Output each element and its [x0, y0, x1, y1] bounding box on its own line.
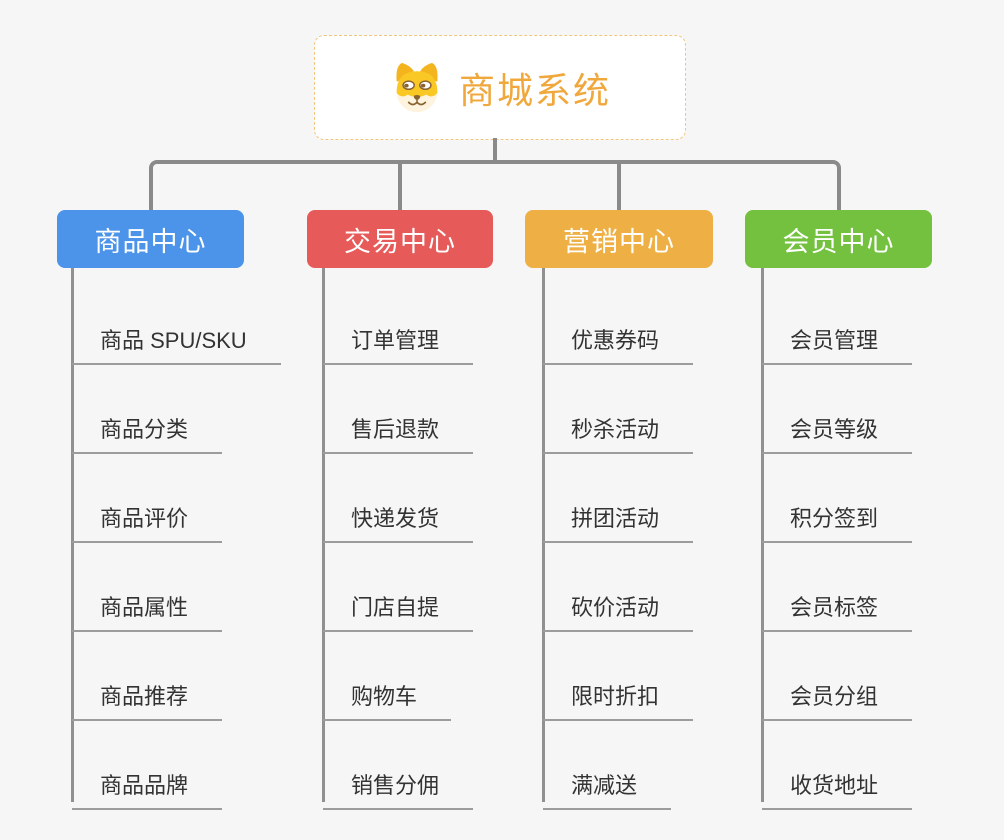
connector-root-stem	[493, 138, 497, 162]
child-node[interactable]: 满减送	[543, 756, 672, 810]
child-node[interactable]: 拼团活动	[543, 489, 694, 543]
shiba-dog-icon	[396, 62, 438, 112]
connector-drop-branch-2	[398, 160, 402, 212]
connector-spine-branch-4	[761, 268, 764, 802]
child-node[interactable]: 销售分佣	[323, 756, 474, 810]
branch-node-marketing-center[interactable]: 营销中心	[525, 210, 713, 268]
branch-node-product-center[interactable]: 商品中心	[57, 210, 244, 268]
connector-spine-branch-1	[71, 268, 74, 802]
child-node[interactable]: 限时折扣	[543, 667, 694, 721]
branch-label: 营销中心	[563, 226, 675, 257]
branch-node-member-center[interactable]: 会员中心	[745, 210, 932, 268]
child-node[interactable]: 收货地址	[762, 756, 913, 810]
branch-label: 交易中心	[344, 226, 456, 257]
child-node[interactable]: 售后退款	[323, 400, 474, 454]
child-node[interactable]: 会员管理	[762, 311, 913, 365]
child-node[interactable]: 商品推荐	[72, 667, 223, 721]
connector-spine-branch-3	[542, 268, 545, 802]
child-node[interactable]: 优惠券码	[543, 311, 694, 365]
child-node[interactable]: 商品属性	[72, 578, 223, 632]
branch-label: 商品中心	[94, 226, 207, 257]
child-node[interactable]: 秒杀活动	[543, 400, 694, 454]
branch-label: 会员中心	[782, 226, 895, 257]
branch-node-trade-center[interactable]: 交易中心	[307, 210, 493, 268]
connector-elbow-right	[495, 160, 841, 212]
child-node[interactable]: 商品 SPU/SKU	[72, 311, 281, 365]
child-node[interactable]: 门店自提	[323, 578, 474, 632]
child-node[interactable]: 会员标签	[762, 578, 913, 632]
child-node[interactable]: 快递发货	[323, 489, 474, 543]
child-node[interactable]: 订单管理	[323, 311, 474, 365]
root-title: 商城系统	[458, 69, 611, 111]
child-node[interactable]: 会员等级	[762, 400, 913, 454]
connector-elbow-left	[149, 160, 495, 212]
child-node[interactable]: 会员分组	[762, 667, 913, 721]
root-node[interactable]: 商城系统	[314, 35, 686, 140]
child-node[interactable]: 积分签到	[762, 489, 913, 543]
connector-drop-branch-3	[617, 160, 621, 212]
child-node[interactable]: 购物车	[323, 667, 452, 721]
child-node[interactable]: 商品评价	[72, 489, 223, 543]
connector-spine-branch-2	[322, 268, 325, 802]
child-node[interactable]: 砍价活动	[543, 578, 694, 632]
child-node[interactable]: 商品品牌	[72, 756, 223, 810]
child-node[interactable]: 商品分类	[72, 400, 223, 454]
